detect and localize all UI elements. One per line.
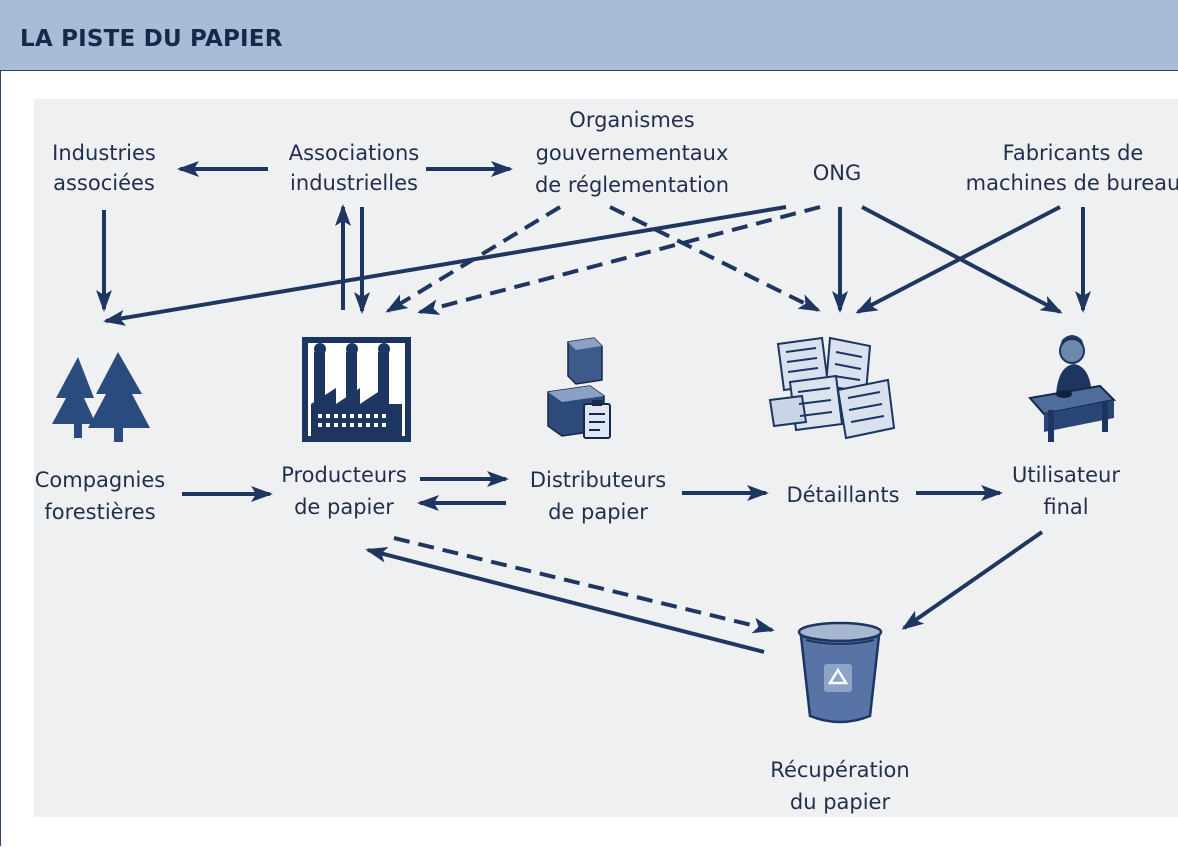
- node-label-line: Utilisateur: [1012, 463, 1120, 487]
- arrow-organismes-to-detaillants: [609, 205, 821, 312]
- node-label-line: Distributeurs: [530, 468, 666, 492]
- node-label-line: machines de bureau: [966, 171, 1178, 195]
- arrows-solid: [96, 161, 1091, 654]
- node-label-line: final: [1043, 495, 1088, 519]
- arrow-ong-to-producteurs: [417, 205, 821, 315]
- office-worker-icon: [1028, 335, 1117, 442]
- node-organismes: Organismes gouvernementaux de réglementa…: [535, 108, 729, 197]
- node-label-line: Détaillants: [786, 483, 899, 507]
- node-label-line: industrielles: [290, 171, 418, 195]
- diagram-panel: [34, 99, 1178, 817]
- node-label-line: ONG: [813, 161, 862, 185]
- factory-icon: [302, 337, 411, 442]
- pine-trees-icon: [52, 352, 150, 442]
- arrow-recuperation-to-producteurs: [365, 546, 765, 654]
- node-label-line: Compagnies: [35, 468, 166, 492]
- page-title: LA PISTE DU PAPIER: [20, 26, 283, 52]
- arrow-utilisateur-to-recuperation: [901, 530, 1044, 630]
- node-label-line: Associations: [289, 141, 420, 165]
- node-producteurs: Producteurs de papier: [281, 463, 407, 519]
- node-fabricants: Fabricants de machines de bureau: [966, 141, 1178, 195]
- node-compagnies-forestieres: Compagnies forestières: [35, 468, 166, 524]
- arrow-producteurs-to-recuperation: [393, 536, 775, 634]
- node-label-line: Industries: [52, 141, 156, 165]
- node-label-line: gouvernementaux: [536, 141, 729, 165]
- node-ong: ONG: [813, 161, 862, 185]
- node-label-line: de réglementation: [535, 173, 729, 197]
- boxes-icon: [547, 337, 611, 439]
- node-utilisateur-final: Utilisateur final: [1012, 463, 1120, 519]
- node-associations-industrielles: Associations industrielles: [289, 141, 420, 195]
- node-recuperation: Récupération du papier: [770, 758, 909, 814]
- arrow-ong-to-compagnies: [103, 205, 787, 326]
- node-label-line: Récupération: [770, 758, 909, 782]
- node-label-line: Producteurs: [281, 463, 407, 487]
- node-industries-associees: Industries associées: [52, 141, 156, 195]
- newspapers-icon: [768, 336, 896, 440]
- recycling-bin-icon: [797, 621, 883, 724]
- node-distributeurs: Distributeurs de papier: [530, 468, 666, 524]
- header-bar: LA PISTE DU PAPIER: [0, 0, 1178, 71]
- node-detaillants: Détaillants: [786, 483, 899, 507]
- node-label-line: associées: [53, 171, 155, 195]
- node-label-line: Fabricants de: [1003, 141, 1144, 165]
- arrow-fabricants-to-detaillants: [855, 205, 1061, 314]
- node-label-line: du papier: [790, 790, 891, 814]
- node-label-line: forestières: [44, 500, 155, 524]
- node-label-line: Organismes: [569, 108, 694, 132]
- node-label-line: de papier: [294, 495, 394, 519]
- arrows-dashed: [385, 205, 821, 634]
- arrow-organismes-to-producteurs: [385, 205, 562, 313]
- node-label-line: de papier: [548, 500, 648, 524]
